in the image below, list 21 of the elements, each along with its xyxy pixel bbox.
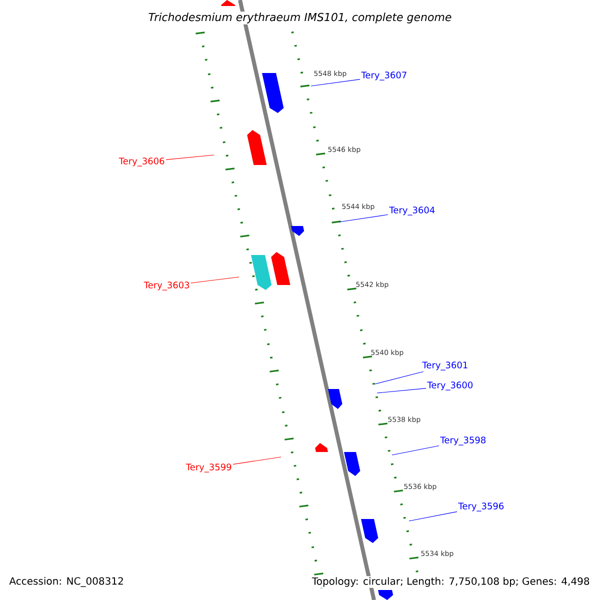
leader-line bbox=[190, 276, 240, 284]
gene-label: Tery_3598 bbox=[440, 436, 486, 446]
leader-line bbox=[232, 456, 282, 465]
gene-label: Tery_3603 bbox=[144, 282, 190, 290]
gene-label: Tery_3601 bbox=[422, 362, 468, 370]
gene-label: Tery_3600 bbox=[427, 382, 473, 390]
gene-label: Tery_3596 bbox=[458, 502, 504, 512]
leader-line bbox=[374, 371, 424, 384]
leader-line bbox=[408, 511, 458, 522]
gene-label: Tery_3607 bbox=[361, 72, 406, 80]
leader-line bbox=[166, 154, 214, 160]
summary-text: Topology: circular; Length: 7,750,108 bp; Genes: 4,498 bbox=[310, 576, 591, 588]
leader-line bbox=[376, 388, 426, 394]
leader-line bbox=[338, 214, 388, 222]
leader-line bbox=[392, 445, 440, 456]
gene-label: Tery_3599 bbox=[186, 464, 232, 472]
gene-label: Tery_3606 bbox=[118, 158, 164, 166]
leader-line bbox=[310, 79, 360, 86]
gene-label: Tery_3604 bbox=[389, 206, 435, 216]
accession-text: Accession: NC_008312 bbox=[8, 576, 125, 588]
title: Trichodesmium erythraeum IMS101, complete genome bbox=[147, 12, 453, 24]
